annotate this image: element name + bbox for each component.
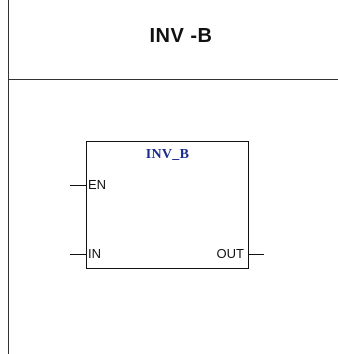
pin-out-wire — [249, 254, 264, 255]
pin-en-label: EN — [88, 177, 107, 192]
page-title: INV -B — [149, 25, 213, 47]
block-title: INV_B — [145, 147, 190, 162]
header: INV -B — [9, 0, 338, 80]
pin-en-wire — [70, 185, 86, 186]
diagram-frame: INV -B — [8, 0, 338, 354]
pin-in-label: IN — [88, 246, 101, 261]
inv-b-function-block: INV_B EN IN OUT — [86, 141, 249, 269]
pin-in-wire — [70, 254, 86, 255]
pin-out-label: OUT — [216, 246, 244, 261]
